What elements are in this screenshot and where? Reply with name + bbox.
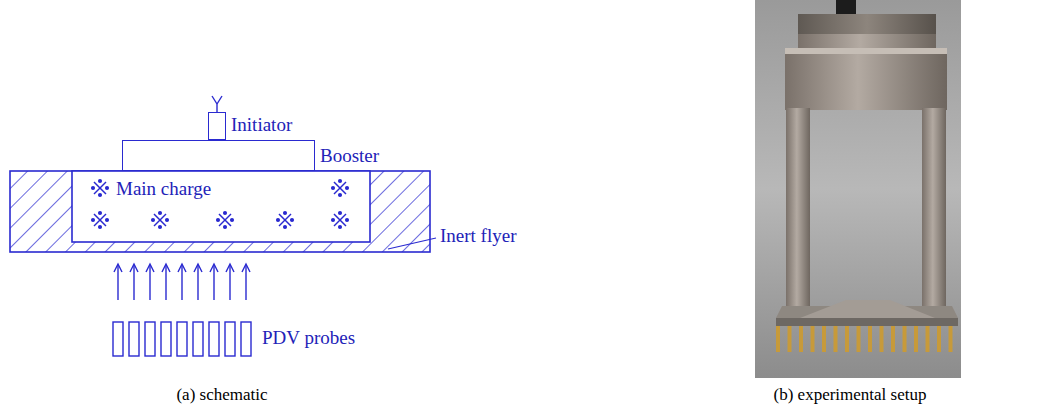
pdv-probes: [113, 264, 251, 356]
initiator-wire: [212, 96, 222, 112]
part-label: Inert flyer: [440, 226, 516, 247]
panel-caption: (a) schematic: [176, 386, 267, 405]
housing: [10, 171, 430, 252]
part-label: PDV probes: [262, 328, 355, 349]
main-charge-box: Main charge: [72, 171, 370, 242]
setup-photo: [755, 0, 961, 378]
panel-caption: (b) experimental setup: [774, 386, 927, 405]
leader-line: [388, 238, 436, 249]
part-label: Main charge: [114, 179, 213, 200]
initiator-box: Initiator: [208, 112, 226, 140]
part-label: Booster: [320, 146, 379, 167]
part-label: Initiator: [231, 115, 292, 136]
booster-box: Booster: [122, 140, 315, 171]
